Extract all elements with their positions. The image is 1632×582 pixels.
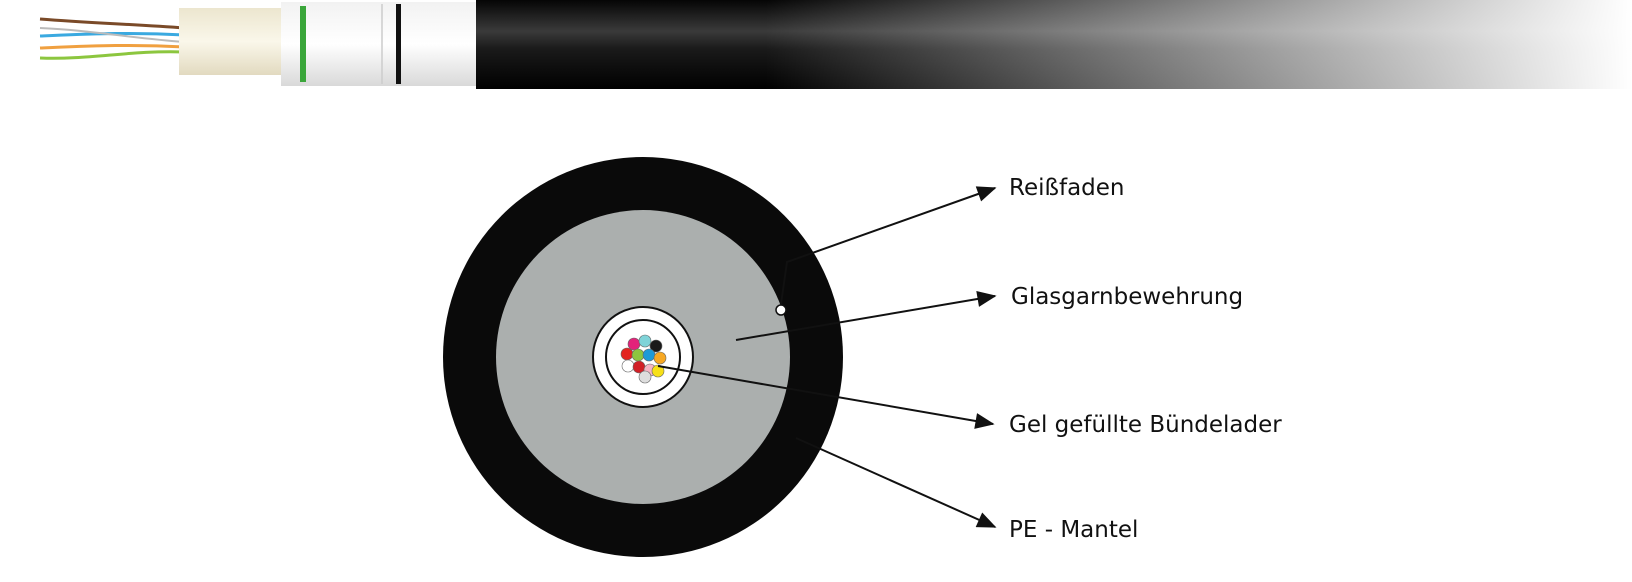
label-pe-jacket: PE - Mantel: [1009, 517, 1138, 543]
jacket-fade: [476, 0, 1632, 89]
ripcord: [775, 304, 787, 316]
fiber: [649, 339, 663, 353]
fiber: [621, 359, 635, 373]
glass-yarn-leader: [735, 291, 997, 341]
fiber: [638, 370, 652, 384]
exposed-fibers: [39, 17, 186, 60]
label-ripcord: Reißfaden: [1009, 175, 1125, 201]
white-sheath: [281, 2, 486, 86]
leader-lines: [657, 186, 997, 528]
cross-section: [443, 157, 843, 557]
cable-side-view: [39, 0, 1632, 89]
green-ring-mark: [300, 6, 306, 82]
fiber: [638, 334, 652, 348]
black-ring-mark: [396, 4, 401, 84]
label-glass-yarn: Glasgarnbewehrung: [1011, 284, 1243, 310]
jacket-leader: [795, 437, 997, 528]
fiber-bundle: [620, 334, 667, 384]
fiber-wire: [39, 43, 186, 50]
fiber-wire: [39, 17, 186, 30]
fiber-wire: [39, 50, 186, 60]
fiber-wire: [39, 27, 186, 43]
label-buffer-tube: Gel gefüllte Bündelader: [1009, 412, 1282, 438]
fiber: [627, 337, 641, 351]
fiber: [631, 348, 645, 362]
fiber: [651, 364, 665, 378]
core-band: [179, 8, 281, 75]
buffer-tube-leader: [657, 365, 995, 429]
ripcord-leader: [780, 186, 997, 305]
fiber: [620, 347, 634, 361]
fiber: [642, 348, 656, 362]
fiber: [653, 351, 667, 365]
